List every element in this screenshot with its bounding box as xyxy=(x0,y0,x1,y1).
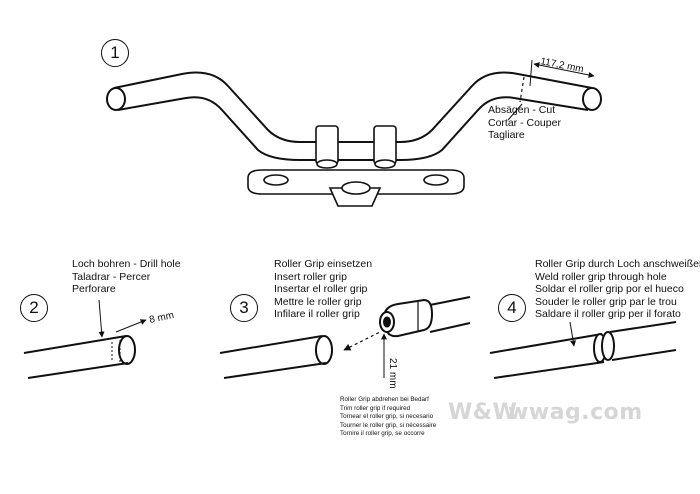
step-2-line: Perforare xyxy=(72,283,116,296)
step-1-number: 1 xyxy=(101,39,129,67)
watermark-site: wwag.com xyxy=(508,400,643,425)
riser-clamp-illustration xyxy=(247,125,465,207)
step-3-note-line: Trim roller grip if required xyxy=(340,404,411,412)
step-3-note-line: Roller Grip abdrehen bei Bedarf xyxy=(340,396,429,403)
step-3-note-line: Tornire il roller grip, se occorre xyxy=(340,430,425,437)
step-4-number: 4 xyxy=(498,294,526,322)
step-4-line: Roller Grip durch Loch anschweißen xyxy=(535,258,700,270)
step-4-line: Souder le roller grip par le trou xyxy=(535,295,677,308)
step-3-line: Insert roller grip xyxy=(274,270,347,283)
step-3-note-line: Tornear el roller grip, si necesario xyxy=(340,413,434,420)
dimension-117mm-label: 117,2 mm xyxy=(539,56,584,75)
step-3-line: Insertar el roller grip xyxy=(274,283,368,296)
insert-grip-illustration xyxy=(219,296,471,379)
dimension-8mm-label: 8 mm xyxy=(148,310,175,326)
step-4-line: Soldar el roller grip por el hueco xyxy=(535,283,684,296)
step-1-line: Cortar - Couper xyxy=(488,116,561,129)
step-4-line: Weld roller grip through hole xyxy=(535,270,667,283)
step-3-trim-note: Roller Grip abdrehen bei Bedarf Trim rol… xyxy=(340,396,436,439)
step-3-line: Infilare il roller grip xyxy=(274,308,360,321)
dimension-117mm xyxy=(529,59,595,87)
step-3-line: Mettre le roller grip xyxy=(274,295,362,308)
step-2-line: Taladrar - Percer xyxy=(72,270,151,283)
watermark-brand: W&W xyxy=(448,400,518,425)
step-2-instructions: Loch bohren - Drill hole Taladrar - Perc… xyxy=(72,258,181,296)
step-2-number: 2 xyxy=(20,294,48,322)
step-3-line: Roller Grip einsetzen xyxy=(274,258,373,270)
step-1-instructions: Absägen - Cut Cortar - Couper Tagliare xyxy=(488,104,561,142)
step-1-line: Absägen - Cut xyxy=(488,104,556,116)
step-3-number: 3 xyxy=(230,294,258,322)
step-4-line: Saldare il roller grip per il forato xyxy=(535,308,681,321)
step-1-line: Tagliare xyxy=(488,129,525,142)
cut-leader-line xyxy=(507,103,523,121)
drill-tube-illustration xyxy=(23,299,147,379)
step-4-instructions: Roller Grip durch Loch anschweißen Weld … xyxy=(535,258,700,321)
handlebar-illustration xyxy=(106,71,602,161)
dimension-21mm-label: 21 mm xyxy=(387,358,398,389)
step-3-note-line: Tourner le roller grip, si nécessaire xyxy=(340,421,437,429)
step-3-instructions: Roller Grip einsetzen Insert roller grip… xyxy=(274,258,372,321)
weld-grip-illustration xyxy=(489,321,677,379)
step-2-line: Loch bohren - Drill hole xyxy=(72,258,181,270)
